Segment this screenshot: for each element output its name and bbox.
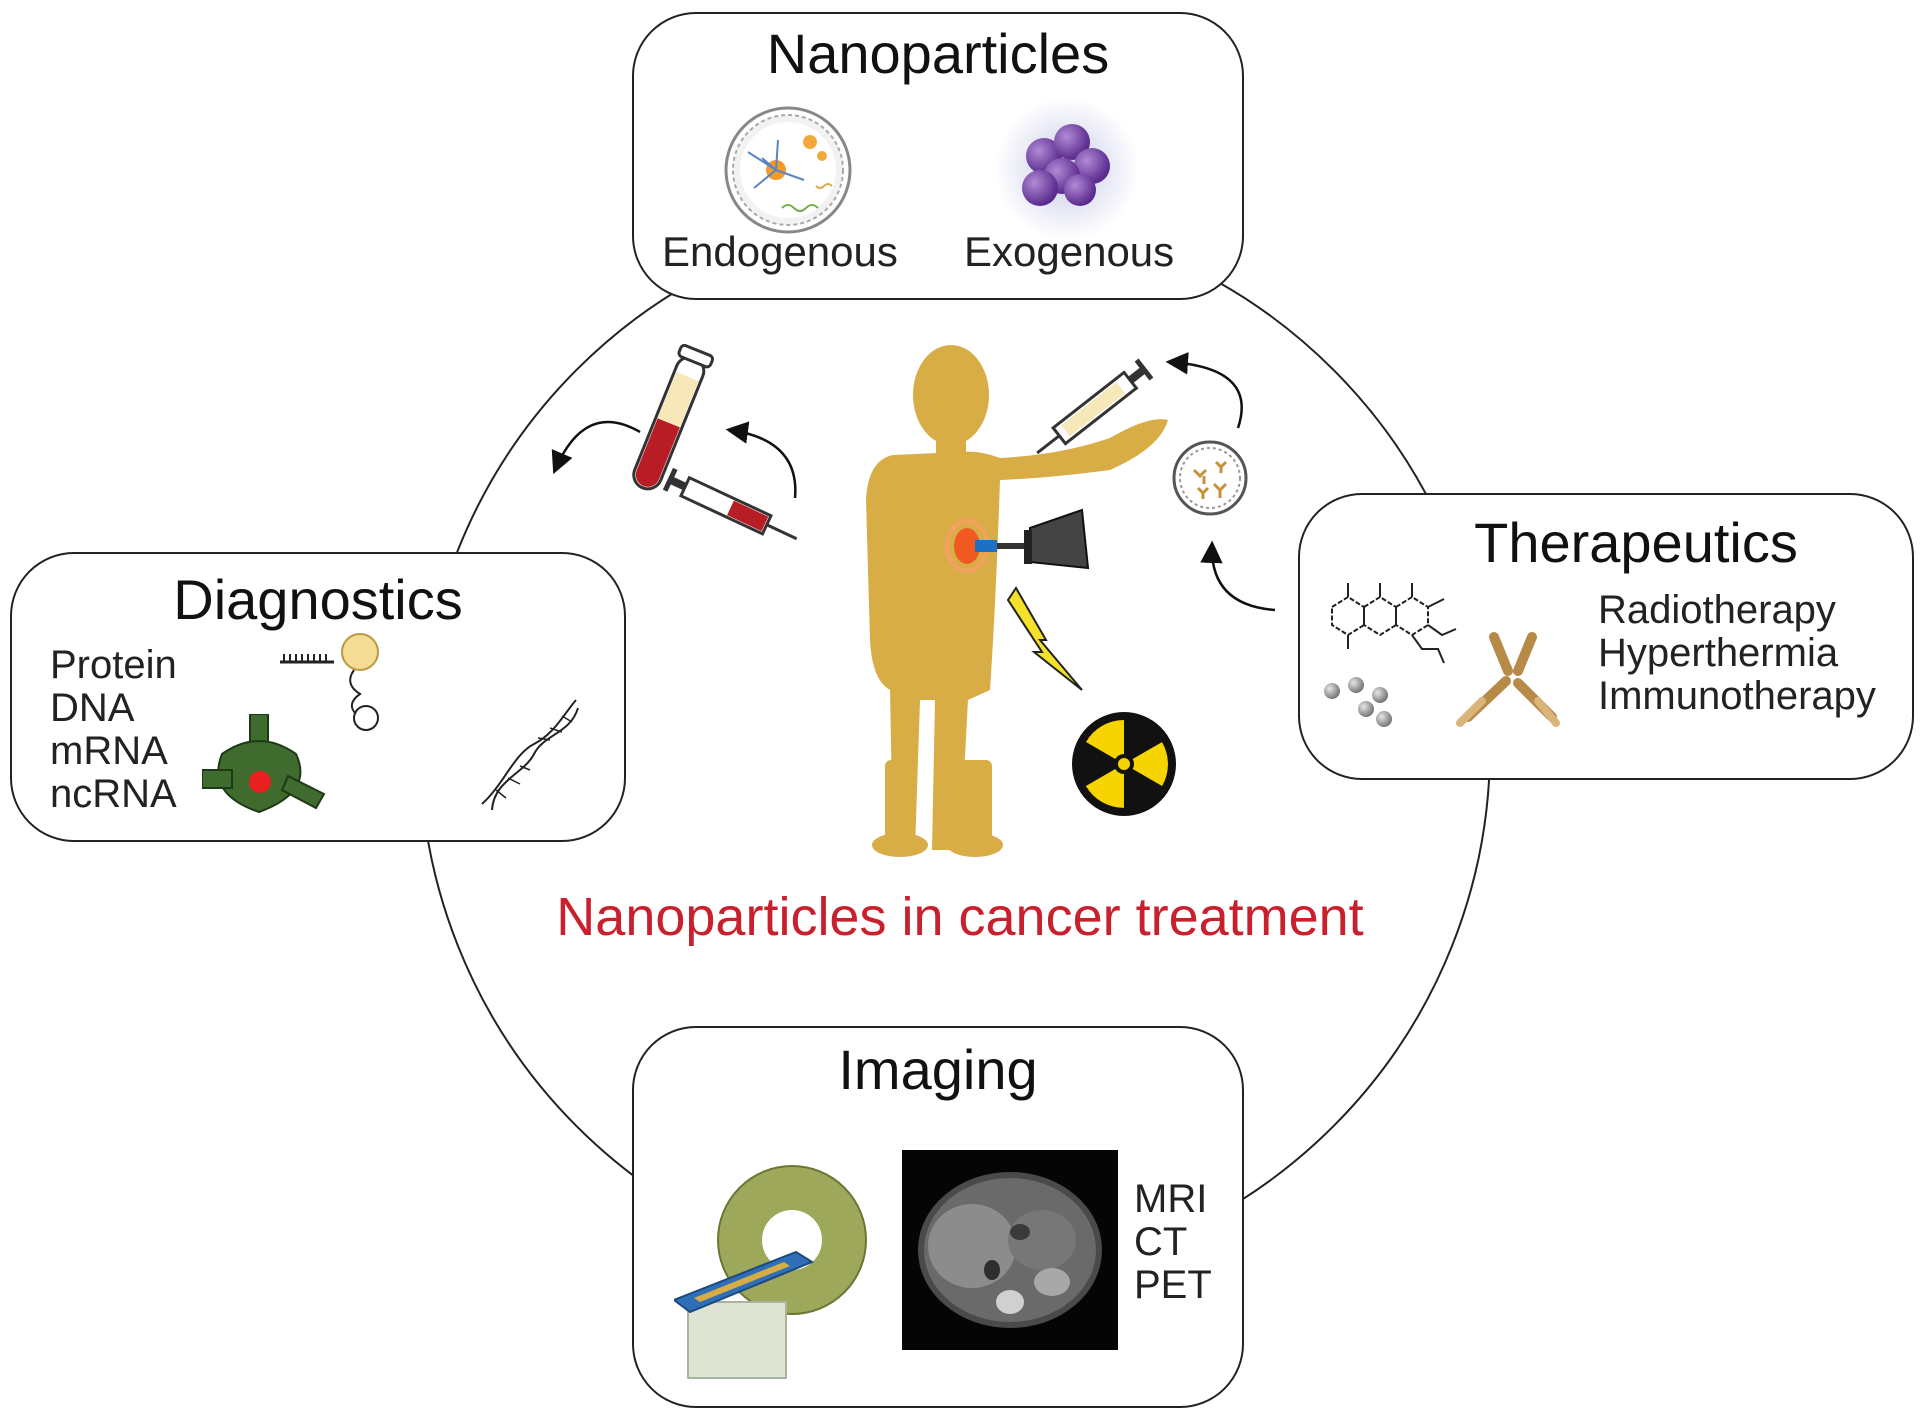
arrow-to-diagnostics <box>551 420 641 475</box>
diagnostics-title: Diagnostics <box>173 568 463 631</box>
drug-molecule-icon <box>1331 583 1457 664</box>
antibody-icon <box>1456 632 1560 727</box>
therapeutics-item: Radiotherapy <box>1598 588 1836 632</box>
therapeutics-list: Radiotherapy Hyperthermia Immunotherapy <box>1598 589 1876 718</box>
dna-helix-icon <box>481 699 579 811</box>
injection-syringe-icon <box>1036 358 1154 455</box>
imaging-title: Imaging <box>838 1038 1038 1101</box>
diagnostics-item: ncRNA <box>50 772 177 816</box>
imaging-item: MRI <box>1134 1177 1208 1221</box>
diagnostics-item: Protein <box>50 643 177 687</box>
ct-scan-image <box>902 1150 1118 1350</box>
imaging-item: CT <box>1134 1220 1188 1264</box>
endogenous-label: Endogenous <box>662 228 898 275</box>
lightning-icon <box>1006 586 1083 691</box>
radiation-icon <box>1072 712 1176 816</box>
exogenous-label: Exogenous <box>964 228 1175 275</box>
diagnostics-box: Diagnostics Protein DNA mRNA ncRNA <box>10 552 626 842</box>
liposome-icon <box>724 106 852 234</box>
aptamer-icon <box>280 633 379 731</box>
grey-nanoparticles-icon <box>1324 677 1392 727</box>
blood-syringe-icon <box>662 467 798 541</box>
therapeutics-item: Hyperthermia <box>1598 631 1839 675</box>
imaging-list: MRI CT PET <box>1134 1178 1212 1307</box>
blood-tube-icon <box>632 343 715 491</box>
ultrasound-transducer-icon <box>945 508 1090 573</box>
exogenous-particles-icon <box>995 97 1139 241</box>
therapeutics-box: Therapeutics Radiotherapy Hyperthermia I… <box>1298 493 1914 780</box>
nanoparticles-box: Nanoparticles Endogenous Exogenous <box>632 12 1244 300</box>
diagnostics-item: mRNA <box>50 729 168 773</box>
nanoparticles-title: Nanoparticles <box>766 22 1110 85</box>
diagram-caption: Nanoparticles in cancer treatment <box>556 887 1364 947</box>
imaging-item: PET <box>1134 1263 1212 1307</box>
diagnostics-item: DNA <box>50 686 135 730</box>
diagnostics-list: Protein DNA mRNA ncRNA <box>50 644 177 816</box>
therapeutics-item: Immunotherapy <box>1598 674 1876 718</box>
arrow-to-tube <box>725 421 797 499</box>
human-figure <box>866 345 1168 857</box>
therapeutics-title: Therapeutics <box>1474 511 1798 574</box>
protein-target-icon <box>202 714 326 814</box>
scanner-icon <box>674 1165 867 1379</box>
arrow-to-dish <box>1200 540 1276 612</box>
imaging-box: Imaging MRI CT PET <box>632 1026 1244 1408</box>
culture-dish-icon <box>1172 440 1248 516</box>
arrow-to-syringe <box>1165 352 1243 429</box>
